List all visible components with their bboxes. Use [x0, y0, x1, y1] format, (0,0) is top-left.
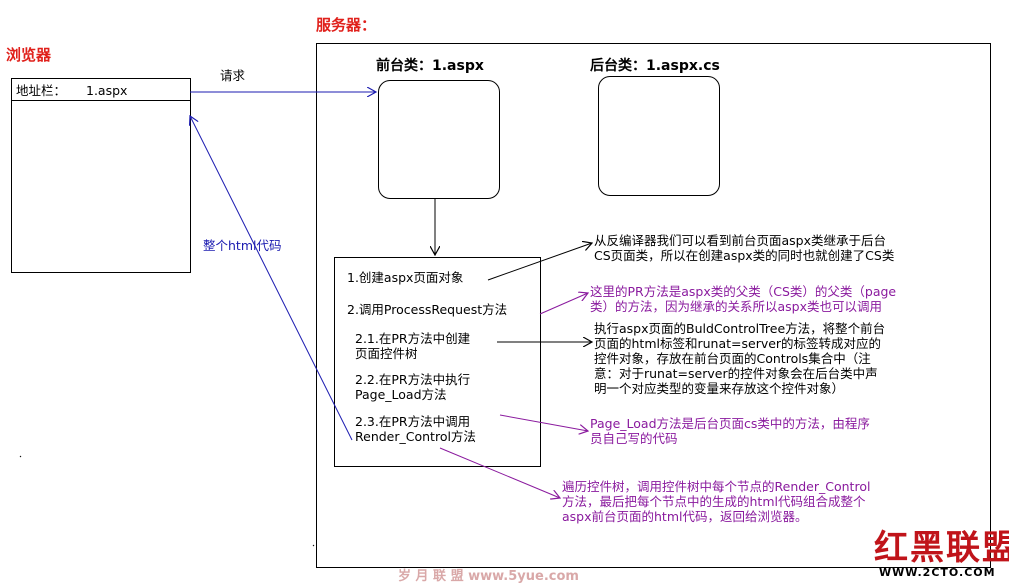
request-label: 请求: [220, 68, 246, 83]
address-bar[interactable]: 地址栏： 1.aspx: [12, 79, 190, 101]
front-class-title: 前台类：1.aspx: [376, 58, 484, 74]
note-controltree: 执行aspx页面的BuldControlTree方法，将整个前台 页面的html…: [594, 321, 886, 396]
tick-mark-2: [312, 544, 315, 547]
back-class-title: 后台类：1.aspx.cs: [590, 58, 720, 74]
step23-connector: [499, 414, 588, 431]
step1-connector: [487, 243, 592, 281]
server-title: 服务器：: [316, 16, 377, 34]
note-render: 遍历控件树，调用控件树中每个节点的Render_Control 方法，最后把每个…: [562, 479, 871, 524]
steps-box: [334, 257, 541, 467]
note-pageload: Page_Load方法是后台页面cs类中的方法，由程序 员自己写的代码: [590, 416, 870, 446]
watermark-url: WWW.2CTO.COM: [879, 566, 996, 579]
response-arrow: [190, 116, 353, 441]
watermark-left: 岁 月 联 盟 www.5yue.com: [398, 569, 579, 584]
browser-window: 地址栏： 1.aspx: [11, 78, 191, 273]
front-class-box: [378, 80, 500, 199]
step2-connector: [539, 293, 588, 315]
note-processrequest: 这里的PR方法是aspx类的父类（CS类）的父类（page 类）的方法，因为继承…: [590, 284, 897, 314]
watermark-logo-text: 红黑联盟: [874, 528, 1009, 568]
render-connector: [439, 447, 560, 498]
step-2-3: 2.3.在PR方法中调用 Render_Control方法: [355, 414, 476, 444]
response-label: 整个html代码: [203, 238, 282, 253]
step-2-2: 2.2.在PR方法中执行 Page_Load方法: [355, 372, 471, 402]
tick-mark: [19, 455, 22, 458]
back-class-box: [598, 76, 720, 196]
step-2-1: 2.1.在PR方法中创建 页面控件树: [355, 331, 471, 361]
step-2: 2.调用ProcessRequest方法: [347, 302, 508, 317]
browser-title: 浏览器: [6, 46, 52, 64]
address-value: 1.aspx: [86, 83, 128, 98]
watermark-logo: 红黑联盟: [874, 520, 1009, 569]
note-inheritance: 从反编译器我们可以看到前台页面aspx类继承于后台 CS页面类，所以在创建asp…: [594, 233, 895, 263]
step-1: 1.创建aspx页面对象: [347, 270, 464, 285]
address-label: 地址栏：: [16, 83, 67, 98]
